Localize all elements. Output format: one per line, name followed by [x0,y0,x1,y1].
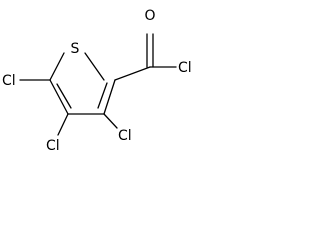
bond-c2-carbonyl [114,66,151,81]
atom-label-cl-c5: Cl [2,73,16,89]
atom-label-s1: S [71,41,80,57]
bond-c4-cl [57,113,69,136]
bond-s1-c5 [49,52,65,81]
bond-c5-c4 [49,79,69,115]
atom-label-cl-acyl: Cl [178,60,192,76]
bond-s1-c2 [84,52,105,81]
chemical-structure-diagram: S O Cl Cl Cl Cl [2,8,192,154]
bond-c3-cl [103,113,118,129]
atom-label-cl-c4: Cl [46,138,60,154]
atom-label-cl-c3: Cl [118,128,132,144]
atom-label-o1: O [144,8,155,24]
bond-c5-c4-inner [56,83,72,109]
bond-c3-c2 [103,79,116,115]
bond-c3-c2-inner [97,82,108,109]
